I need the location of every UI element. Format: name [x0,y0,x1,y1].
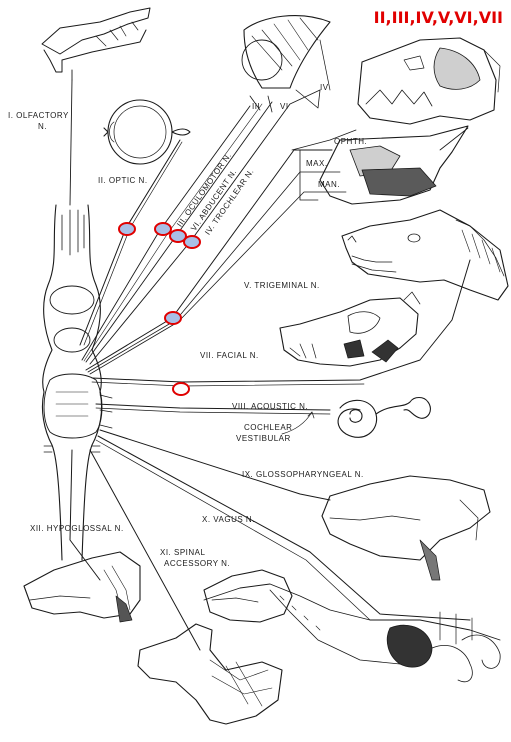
olfactory-illustration [41,7,151,73]
label-man: MAN. [318,180,340,189]
cochlea-illustration [337,396,431,438]
label-optic: II. OPTIC N. [98,176,148,185]
label-eye-iv: IV [320,83,329,92]
nerve-olfactory-line [69,79,73,206]
marker-trigeminal [164,311,182,325]
accessory-neck-illustration [137,623,283,725]
label-olfactory-suffix: N. [38,122,47,131]
label-trigeminal: V. TRIGEMINAL N. [244,281,320,290]
marker-trochlear [183,235,201,249]
marker-oculomotor [154,222,172,236]
label-glossopharyngeal: IX. GLOSSOPHARYNGEAL N. [242,470,364,479]
nerve-glossopharyngeal-line [99,429,331,501]
marker-facial [172,382,190,396]
nerve-spinal-accessory-line [89,449,201,651]
highlight-headline: II,III,IV,V,VI,VII [373,8,503,27]
label-cochlear: COCHLEAR [244,423,293,432]
nerve-facial-line [91,259,471,383]
wolf-head-illustration [341,209,509,301]
marker-optic [118,222,136,236]
hypoglossal-head-illustration [23,551,141,623]
nerve-acoustic-line [95,403,331,411]
facial-skull-illustration [279,291,421,367]
glossopharyngeal-head-illustration [321,475,491,581]
label-accessory: ACCESSORY N. [164,559,231,568]
label-acoustic: VIII. ACOUSTIC N. [232,402,309,411]
label-ophth: OPHTH. [334,137,368,146]
nerve-vagus-line [97,435,471,621]
highlight-markers [118,222,201,396]
trigeminal-head-illustration [319,125,469,205]
nerve-trigeminal-line [85,149,333,371]
label-max: MAX. [306,159,328,168]
label-facial: VII. FACIAL N. [200,351,259,360]
label-vestibular: VESTIBULAR [236,434,291,443]
label-olfactory: I. OLFACTORY [8,111,69,120]
eyeball-illustration [103,99,191,165]
label-eye-iii: III [252,102,261,111]
label-spinal: XI. SPINAL [160,548,206,557]
eye-muscles-illustration [241,15,331,113]
vagus-organs-illustration [203,583,501,683]
skull-top-right-illustration [357,37,501,125]
label-vagus: X. VAGUS N. [202,515,255,524]
marker-abducent [169,229,187,243]
label-hypoglossal: XII. HYPOGLOSSAL N. [30,524,124,533]
vagus-head-illustration [203,569,293,623]
brain-ventral-view [41,204,113,561]
label-eye-vi: VI [280,102,289,111]
nerve-hypoglossal-line [69,449,101,581]
